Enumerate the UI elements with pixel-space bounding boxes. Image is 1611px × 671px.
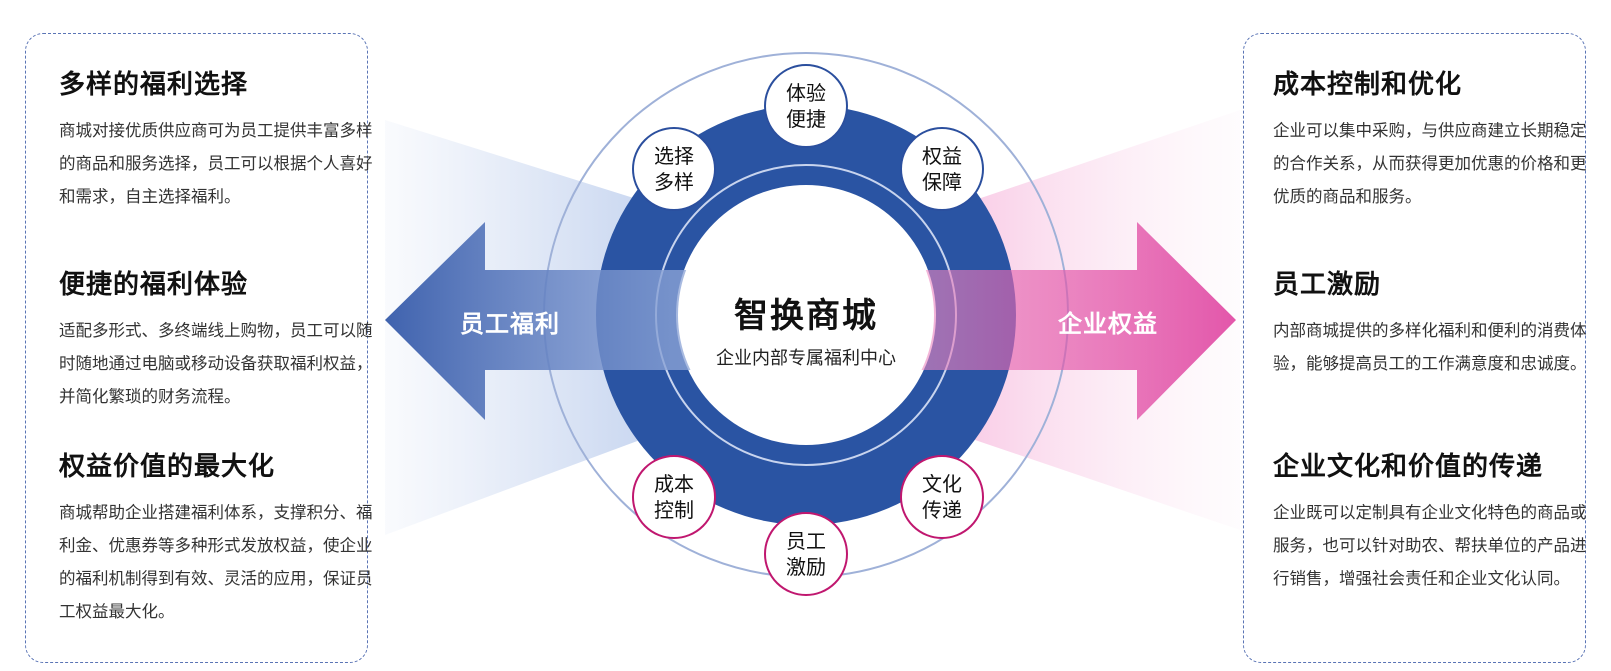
item-title: 企业文化和价值的传递 <box>1273 452 1544 482</box>
node-label: 选择多样 <box>654 144 694 194</box>
node-label: 员工激励 <box>786 529 826 579</box>
node-label: 文化传递 <box>922 472 962 522</box>
right-item-2: 员工激励 内部商城提供的多样化福利和便利的消费体验，能够提高员工的工作满意度和忠… <box>1273 270 1588 380</box>
item-body: 商城对接优质供应商可为员工提供丰富多样的商品和服务选择，员工可以根据个人喜好和需… <box>59 121 373 206</box>
item-body: 企业既可以定制具有企业文化特色的商品或服务，也可以针对助农、帮扶单位的产品进行销… <box>1273 503 1587 588</box>
node-protection: 权益保障 <box>900 127 984 211</box>
item-title: 权益价值的最大化 <box>59 452 276 482</box>
item-title: 便捷的福利体验 <box>59 270 249 300</box>
item-body: 商城帮助企业搭建福利体系，支撑积分、福利金、优惠券等多种形式发放权益，使企业的福… <box>59 503 373 621</box>
right-panel: 成本控制和优化 企业可以集中采购，与供应商建立长期稳定的合作关系，从而获得更加优… <box>1243 33 1588 663</box>
item-body: 企业可以集中采购，与供应商建立长期稳定的合作关系，从而获得更加优惠的价格和更优质… <box>1273 121 1587 206</box>
node-cost-control: 成本控制 <box>632 455 716 539</box>
node-label: 体验便捷 <box>786 81 826 131</box>
right-arrow-label: 企业权益 <box>1058 310 1158 338</box>
left-panel: 多样的福利选择 商城对接优质供应商可为员工提供丰富多样的商品和服务选择，员工可以… <box>25 33 373 663</box>
node-label: 成本控制 <box>654 472 694 522</box>
item-body: 适配多形式、多终端线上购物，员工可以随时随地通过电脑或移动设备获取福利权益，并简… <box>59 321 373 406</box>
item-title: 多样的福利选择 <box>59 70 249 100</box>
left-item-2: 便捷的福利体验 适配多形式、多终端线上购物，员工可以随时随地通过电脑或移动设备获… <box>59 270 374 413</box>
center-title: 智换商城 <box>734 296 878 336</box>
node-incentive: 员工激励 <box>764 512 848 596</box>
item-body: 内部商城提供的多样化福利和便利的消费体验，能够提高员工的工作满意度和忠诚度。 <box>1273 321 1587 373</box>
left-arrow-label: 员工福利 <box>460 310 560 338</box>
right-item-3: 企业文化和价值的传递 企业既可以定制具有企业文化特色的商品或服务，也可以针对助农… <box>1273 452 1588 595</box>
node-choice: 选择多样 <box>632 127 716 211</box>
node-label: 权益保障 <box>922 144 962 194</box>
left-item-1: 多样的福利选择 商城对接优质供应商可为员工提供丰富多样的商品和服务选择，员工可以… <box>59 70 374 213</box>
right-item-1: 成本控制和优化 企业可以集中采购，与供应商建立长期稳定的合作关系，从而获得更加优… <box>1273 70 1588 213</box>
item-title: 成本控制和优化 <box>1273 70 1463 100</box>
left-item-3: 权益价值的最大化 商城帮助企业搭建福利体系，支撑积分、福利金、优惠券等多种形式发… <box>59 452 374 628</box>
node-experience: 体验便捷 <box>764 64 848 148</box>
node-culture: 文化传递 <box>900 455 984 539</box>
center-subtitle: 企业内部专属福利中心 <box>716 348 896 369</box>
item-title: 员工激励 <box>1273 270 1382 300</box>
